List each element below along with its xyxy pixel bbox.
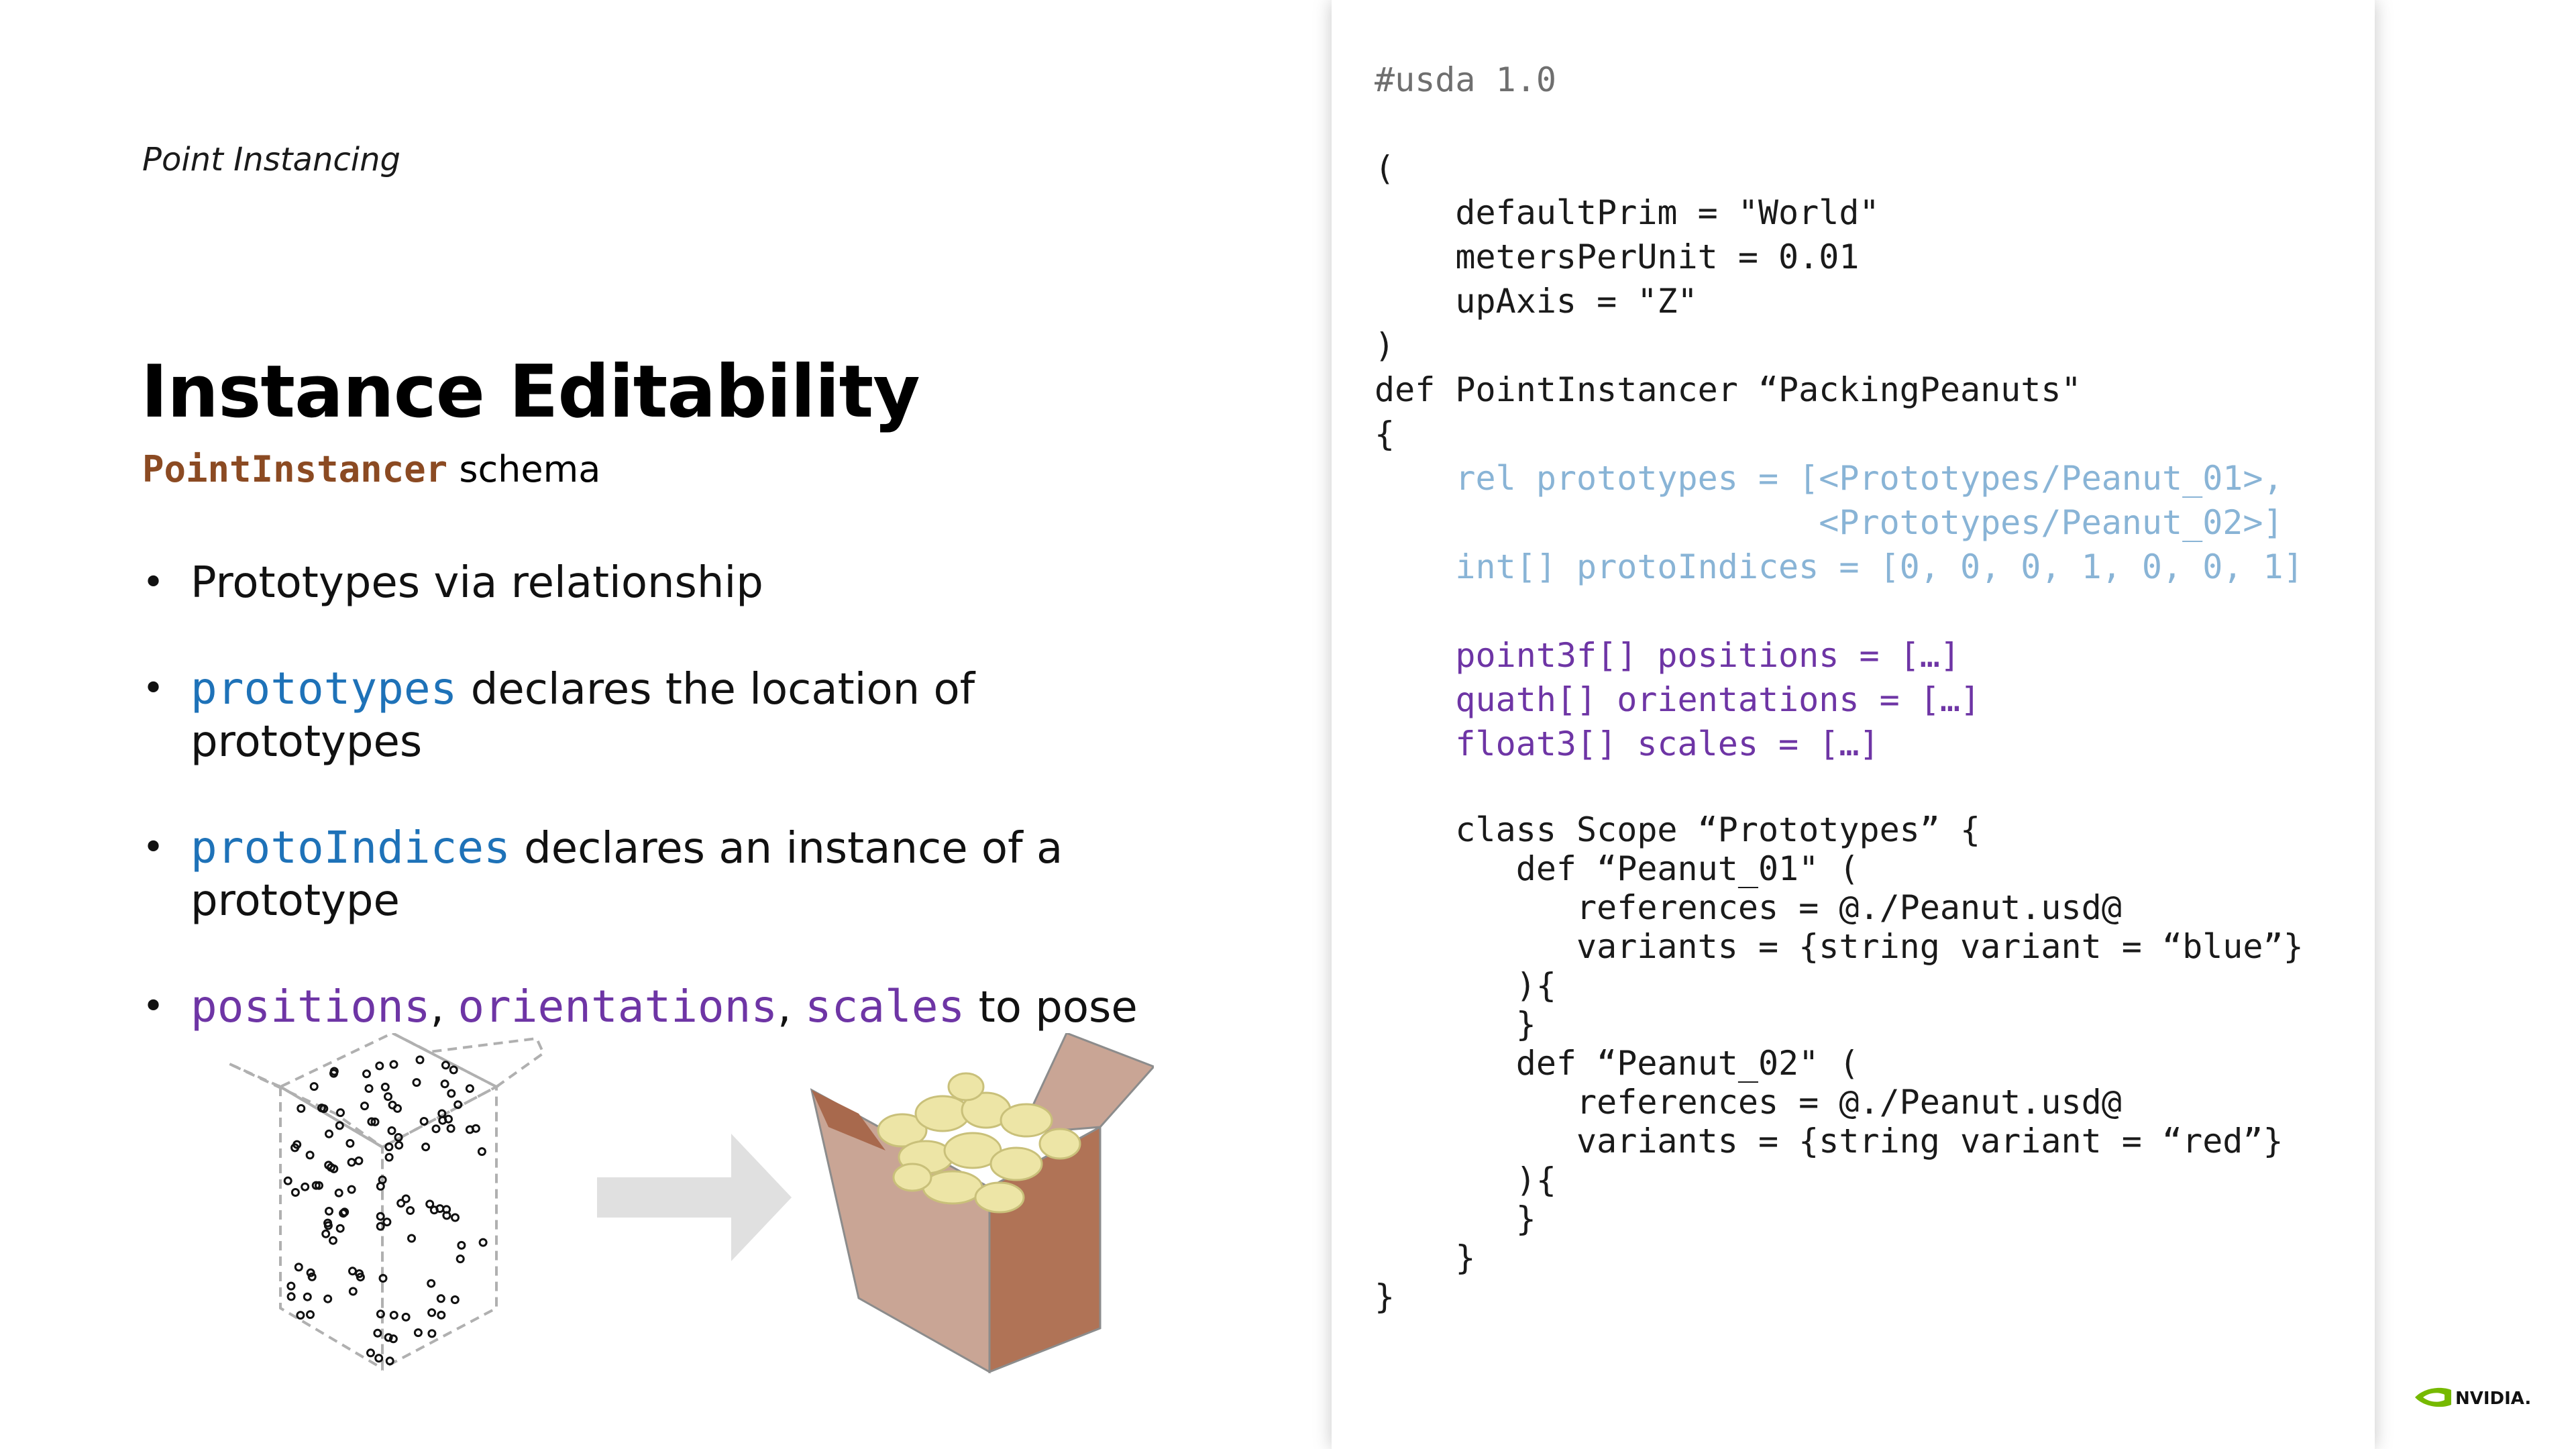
bullet-separator: , [777, 983, 805, 1032]
code-line: ( [1375, 149, 1395, 188]
slide-title: Instance Editability [141, 350, 920, 434]
section-label: Point Instancing [142, 141, 401, 178]
subtitle-text: schema [459, 448, 601, 490]
code-line: rel prototypes = [<Prototypes/Peanut_01>… [1375, 459, 2284, 498]
empty-box-with-points-icon [227, 1033, 545, 1371]
code-line [1375, 102, 2304, 146]
bullet-item: protoIndices declares an instance of a p… [142, 822, 1182, 927]
subtitle-code: PointInstancer [142, 448, 448, 490]
code-line: references = @./Peanut.usd@ [1375, 1083, 2122, 1122]
code-line: point3f[] positions = […] [1375, 636, 1960, 675]
code-line: variants = {string variant = “red”} [1375, 1122, 2284, 1161]
code-line: } [1375, 1277, 1395, 1316]
code-line: ) [1375, 326, 1395, 365]
nvidia-wordmark: NVIDIA. [2455, 1389, 2531, 1409]
bullet-item: prototypes declares the location of prot… [142, 663, 1182, 768]
box-with-packing-peanuts-icon [810, 1033, 1154, 1374]
code-panel: #usda 1.0 ( defaultPrim = "World" meters… [1332, 0, 2375, 1449]
bullet-code: orientations [458, 981, 778, 1032]
code-line: float3[] scales = […] [1375, 724, 1880, 763]
code-line [1375, 589, 2304, 633]
code-line: <Prototypes/Peanut_02>] [1375, 503, 2284, 542]
code-line: } [1375, 1238, 1476, 1277]
bullet-text: declares the location of prototypes [191, 665, 975, 767]
bullet-text: to pose [978, 983, 1138, 1032]
code-line: int[] protoIndices = [0, 0, 0, 1, 0, 0, … [1375, 547, 2304, 586]
code-line: upAxis = "Z" [1375, 282, 1698, 321]
code-line: def “Peanut_01" ( [1375, 849, 1860, 888]
code-line: ){ [1375, 1161, 1556, 1199]
code-line: { [1375, 415, 1395, 453]
bullet-code: protoIndices [191, 822, 511, 873]
code-line: variants = {string variant = “blue”} [1375, 927, 2304, 966]
code-line: quath[] orientations = […] [1375, 680, 1981, 719]
right-arrow-icon [597, 1134, 792, 1261]
bullet-text: declares an instance of a prototype [191, 824, 1063, 926]
bullet-code: prototypes [191, 663, 458, 714]
code-line: metersPerUnit = 0.01 [1375, 237, 1860, 276]
code-line: } [1375, 1199, 1536, 1238]
code-block: #usda 1.0 ( defaultPrim = "World" meters… [1375, 58, 2304, 1316]
code-line [1375, 766, 2304, 810]
bullet-separator: , [430, 983, 458, 1032]
code-line: def PointInstancer “PackingPeanuts" [1375, 370, 2082, 409]
code-line: references = @./Peanut.usd@ [1375, 888, 2122, 927]
bullet-item: Prototypes via relationship [142, 557, 1182, 609]
code-line: class Scope “Prototypes” { [1375, 810, 1981, 849]
bullet-list: Prototypes via relationship prototypes d… [142, 557, 1182, 1087]
code-line: defaultPrim = "World" [1375, 193, 1880, 232]
code-line: def “Peanut_02" ( [1375, 1044, 1860, 1083]
slide-subtitle: PointInstancer schema [142, 448, 600, 490]
nvidia-logo-icon: NVIDIA. [2415, 1387, 2531, 1409]
code-line: } [1375, 1005, 1536, 1044]
code-line: #usda 1.0 [1375, 60, 1556, 99]
instancing-illustration [227, 1033, 1154, 1374]
bullet-item: positions, orientations, scales to pose [142, 981, 1182, 1034]
bullet-code: positions [191, 981, 431, 1032]
code-line: ){ [1375, 966, 1556, 1005]
bullet-code: scales [804, 981, 965, 1032]
bullet-text: Prototypes via relationship [191, 558, 763, 608]
